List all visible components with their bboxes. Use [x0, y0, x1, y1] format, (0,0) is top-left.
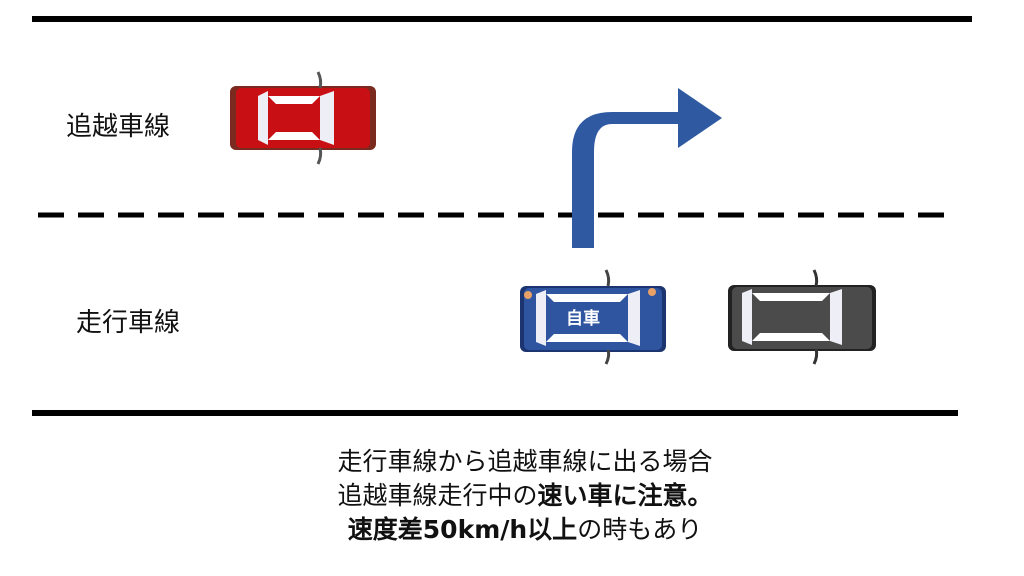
red-car [230, 71, 376, 165]
caption-line-3: 速度差50km/h以上の時もあり [0, 514, 1024, 546]
own-car-label: 自車 [550, 304, 616, 334]
caption-line-3-bold: 速度差50km/h以上 [347, 515, 578, 544]
road-top-edge [32, 16, 972, 22]
caption-line-2-plain: 追越車線走行中の [337, 481, 538, 510]
driving-lane-label: 走行車線 [76, 308, 181, 338]
overtaking-lane-label: 追越車線 [66, 112, 171, 142]
road-bottom-edge [32, 410, 958, 416]
lane-change-arrow [572, 88, 722, 248]
caption-line-3-plain: の時もあり [577, 515, 703, 544]
caption-line-2-bold: 速い車に注意。 [537, 481, 713, 510]
gray-car [728, 269, 876, 365]
caption-line-1-text: 走行車線から追越車線に出る場合 [337, 447, 713, 476]
caption-line-2: 追越車線走行中の速い車に注意。 [0, 480, 1024, 512]
caption-line-1: 走行車線から追越車線に出る場合 [0, 446, 1024, 478]
